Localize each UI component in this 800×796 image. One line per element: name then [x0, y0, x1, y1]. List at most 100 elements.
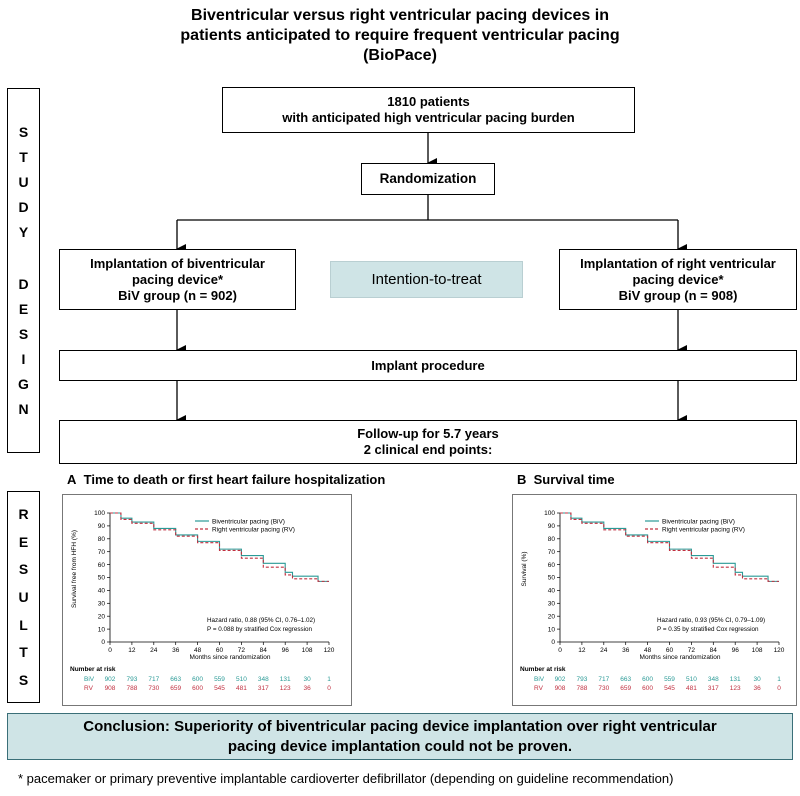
chart-b-risk-label: Number at risk	[520, 666, 566, 673]
chart-b-legend-biv: Biventricular pacing (BiV)	[662, 519, 735, 526]
implant-label: Implant procedure	[371, 357, 485, 373]
chart-a-ytick-label: 10	[98, 626, 106, 633]
chart-a-risk-value: 600	[192, 676, 203, 683]
chart-a-risk-value: 902	[105, 676, 116, 683]
followup-line-2: 2 clinical end points:	[363, 442, 493, 457]
conclusion-box: Conclusion: Superiority of biventricular…	[7, 713, 793, 760]
chart-a-risk-value: 36	[303, 685, 311, 692]
sidebar-letter: L	[19, 616, 28, 633]
page-title: Biventricular versus right ventricular p…	[60, 6, 740, 66]
biv-line-1: Implantation of biventricular	[90, 255, 265, 271]
chart-b-ytick-label: 40	[548, 588, 556, 595]
chart-a-xtick-label: 120	[324, 647, 335, 654]
chart-b-risk-value: 730	[598, 685, 609, 692]
chart-a-risk-value: 908	[105, 685, 116, 692]
chart-a-annotation-1: Hazard ratio, 0.88 (95% CI, 0.76–1.02)	[207, 617, 315, 624]
intention-to-treat-box: Intention-to-treat	[330, 261, 523, 298]
chart-b-risk-value: 717	[598, 676, 609, 683]
chart-b-risk-value: 30	[753, 676, 761, 683]
chart-a-ytick-label: 100	[94, 510, 105, 517]
chart-b-ytick-label: 70	[548, 549, 556, 556]
sidebar-letter: U	[18, 588, 29, 605]
panel-b-label: B	[517, 472, 527, 487]
chart-b-ytick-label: 80	[548, 536, 556, 543]
chart-b-risk-value: 600	[642, 676, 653, 683]
chart-a-legend-biv: Biventricular pacing (BiV)	[212, 519, 285, 526]
implant-procedure-box: Implant procedure	[59, 350, 797, 381]
chart-b-ylabel: Survival (%)	[521, 551, 528, 586]
sidebar-letter: E	[18, 533, 29, 550]
sidebar-letter: D	[18, 198, 29, 215]
chart-b-ytick-label: 60	[548, 562, 556, 569]
chart-a-xtick-label: 12	[128, 647, 136, 654]
chart-b-ytick-label: 20	[548, 613, 556, 620]
chart-a-xtick-label: 96	[282, 647, 290, 654]
chart-a-xlabel: Months since randomization	[190, 654, 271, 661]
chart-a-ytick-label: 40	[98, 588, 106, 595]
biv-line-3: BiV group (n = 902)	[118, 287, 237, 303]
rv-line-3: BiV group (n = 908)	[618, 287, 738, 303]
chart-b-xtick-label: 36	[622, 647, 630, 654]
biv-implantation-box: Implantation of biventricular pacing dev…	[59, 249, 296, 310]
chart-a-ytick-label: 90	[98, 523, 106, 530]
panel-a-label: A	[67, 472, 77, 487]
itt-label: Intention-to-treat	[371, 270, 482, 288]
chart-a-risk-value: 317	[258, 685, 269, 692]
randomization-label: Randomization	[379, 171, 477, 186]
chart-a-frame	[62, 494, 352, 706]
chart-b-risk-value: 663	[620, 676, 631, 683]
chart-a-risk-value: 30	[303, 676, 311, 683]
chart-a-risk-value: 481	[236, 685, 247, 692]
chart-b-risk-value: 600	[642, 685, 653, 692]
chart-a-series-rv-line	[110, 512, 329, 582]
chart-a-xtick-label: 84	[260, 647, 268, 654]
chart-b-risk-value: 131	[730, 676, 741, 683]
chart-b-annotation-1: Hazard ratio, 0.93 (95% CI, 0.79–1.09)	[657, 617, 765, 624]
chart-a-ytick-label: 50	[98, 575, 106, 582]
chart-a-risk-value: 717	[148, 676, 159, 683]
chart-b-xtick-label: 60	[666, 647, 674, 654]
chart-b-risk-value: 908	[555, 685, 566, 692]
chart-b-xtick-label: 108	[752, 647, 763, 654]
chart-b-risk-value: 0	[777, 685, 781, 692]
chart-a-risk-value: 0	[327, 685, 331, 692]
flow-connectors	[176, 133, 687, 425]
chart-b-xtick-label: 12	[578, 647, 586, 654]
sidebar-letter: I	[21, 351, 26, 368]
chart-b-risk-value: 659	[620, 685, 631, 692]
panel-a-title: A Time to death or first heart failure h…	[67, 472, 385, 487]
chart-b-ytick-label: 30	[548, 601, 556, 608]
chart-b-risk-row-label: BiV	[534, 676, 545, 683]
sidebar-letter: G	[18, 376, 29, 393]
sidebar-letter: E	[18, 301, 29, 318]
chart-a-ytick-label: 60	[98, 562, 106, 569]
chart-a-xtick-label: 48	[194, 647, 202, 654]
chart-b-risk-value: 545	[664, 685, 675, 692]
chart-b-ytick-label: 100	[544, 510, 555, 517]
chart-b-ytick-label: 50	[548, 575, 556, 582]
panel-b-title: B Survival time	[517, 472, 615, 487]
chart-b-risk-value: 1	[777, 676, 781, 683]
chart-b-xtick-label: 0	[558, 647, 562, 654]
sidebar-letter: N	[18, 401, 29, 418]
study-design-sidebar: S T U D Y D E S I G N	[7, 88, 40, 453]
sidebar-letter: S	[18, 123, 29, 140]
chart-a-risk-value: 123	[280, 685, 291, 692]
chart-a-risk-row-label: RV	[84, 685, 94, 692]
chart-b-risk-value: 481	[686, 685, 697, 692]
chart-b-risk-value: 788	[576, 685, 587, 692]
followup-box: Follow-up for 5.7 years 2 clinical end p…	[59, 420, 797, 464]
chart-a-xtick-label: 24	[150, 647, 158, 654]
chart-b-risk-value: 348	[708, 676, 719, 683]
chart-b-risk-value: 902	[555, 676, 566, 683]
chart-a-risk-value: 730	[148, 685, 159, 692]
conclusion-line-1: Conclusion: Superiority of biventricular…	[83, 717, 717, 735]
chart-a-risk-value: 348	[258, 676, 269, 683]
footnote: * pacemaker or primary preventive implan…	[18, 771, 674, 786]
results-sidebar: R E S U L T S	[7, 491, 40, 703]
biv-line-2: pacing device*	[131, 271, 224, 287]
sidebar-letter: T	[19, 644, 28, 661]
chart-a-xtick-label: 72	[238, 647, 246, 654]
chart-b-xtick-label: 120	[774, 647, 785, 654]
